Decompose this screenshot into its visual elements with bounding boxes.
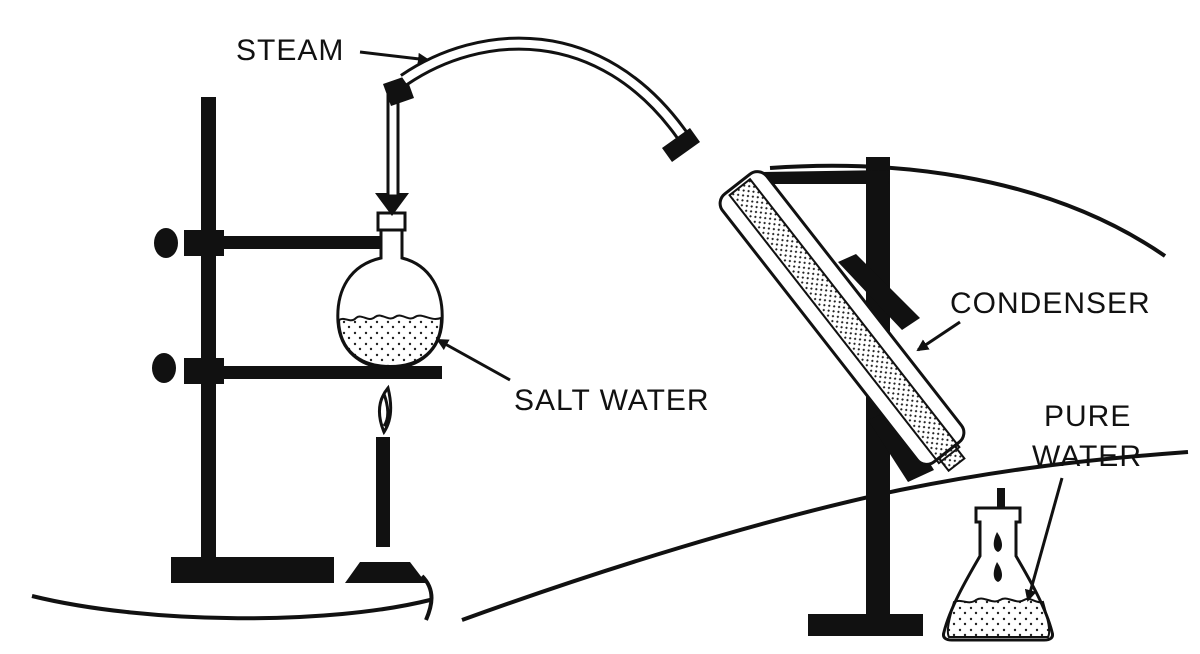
funnel-adapter xyxy=(375,193,409,216)
round-flask xyxy=(336,211,444,370)
stand-rod xyxy=(201,97,216,567)
ring-support-arm xyxy=(214,366,442,379)
bunsen-burner xyxy=(345,384,434,621)
water-drop-2 xyxy=(993,562,1002,582)
pure-water-label-line1: PURE xyxy=(1044,400,1132,433)
condenser-arrow xyxy=(916,320,961,352)
salt-water-arrow xyxy=(436,338,511,382)
bent-tube-inner xyxy=(401,39,686,138)
upper-clamp-arm xyxy=(214,236,384,249)
lower-clamp-screw xyxy=(152,353,176,383)
steam-label: STEAM xyxy=(236,34,345,67)
pure-water-fill xyxy=(946,597,1051,638)
bench-curve-left xyxy=(31,594,431,621)
upper-clamp-screw xyxy=(154,228,178,258)
stand-base xyxy=(171,557,334,583)
water-drop-1 xyxy=(993,532,1002,552)
condenser-label: CONDENSER xyxy=(950,287,1151,320)
delivery-tube xyxy=(375,36,700,216)
steam-arrow xyxy=(359,50,430,65)
upper-clamp-boss xyxy=(184,230,224,256)
label-arrows xyxy=(359,50,1064,602)
burner-barrel xyxy=(376,437,390,547)
gas-tube xyxy=(420,574,434,621)
outlet-drip-spout xyxy=(997,488,1005,512)
salt-water-label: SALT WATER xyxy=(514,384,710,417)
condenser-stand-base xyxy=(808,614,923,636)
background-curve-top xyxy=(769,163,1167,258)
burner-flame xyxy=(378,384,393,436)
condenser-inner-tube xyxy=(728,177,961,465)
pure-water-arrow xyxy=(1024,477,1064,602)
lower-clamp-boss xyxy=(184,358,224,384)
flask-stopper xyxy=(376,211,407,232)
bench-curve-right xyxy=(461,450,1189,622)
condenser-clamp-link xyxy=(760,170,890,184)
retort-stand xyxy=(152,97,442,583)
burner-base xyxy=(345,562,426,583)
condenser-clamp-lower xyxy=(868,408,934,482)
salt-water-fill xyxy=(337,314,443,368)
condenser-outlet xyxy=(937,444,966,473)
liebig-condenser xyxy=(718,170,966,473)
collection-flask xyxy=(942,488,1054,642)
vertical-tube xyxy=(386,90,400,198)
condenser-clamp-upper xyxy=(838,254,920,330)
condenser-stand xyxy=(760,157,934,636)
tube-joint-collar xyxy=(383,76,414,106)
pure-water-label-line2: WATER xyxy=(1032,440,1142,473)
condenser-inlet-collar xyxy=(662,128,700,162)
